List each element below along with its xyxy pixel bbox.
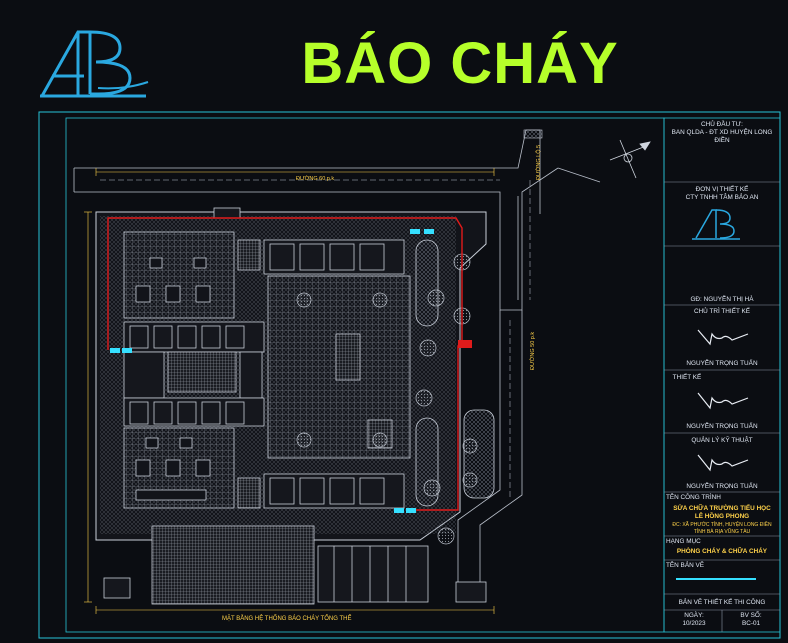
- design-label: THIẾT KẾ: [672, 374, 702, 381]
- project-line2: LÊ HỒNG PHONG: [694, 513, 750, 520]
- date-value: 10/2023: [682, 620, 706, 627]
- item-value: PHÒNG CHÁY & CHỮA CHÁY: [676, 548, 768, 555]
- building-left-bottom: [123, 427, 235, 509]
- building-top-row: [213, 207, 405, 275]
- fire-alarm-loop: [107, 217, 463, 511]
- owner-label: CHỦ ĐẦU TƯ:: [701, 121, 743, 128]
- company-logo: [40, 30, 149, 98]
- owner-line1: BAN QLDA - ĐT XD HUYỆN LONG: [671, 129, 773, 136]
- item-label: HẠNG MỤC: [666, 538, 701, 545]
- lead-label: CHỦ TRÌ THIẾT KẾ: [693, 308, 751, 315]
- road-right-label: ĐƯỜNG 50 p.k: [530, 331, 536, 370]
- sheet-label: TÊN BẢN VẼ: [666, 562, 704, 569]
- north-arrow: [609, 139, 651, 179]
- sheet-no-label: BV SỐ:: [740, 612, 762, 619]
- project-line1: SỬA CHỮA TRƯỜNG TIỂU HỌC: [673, 505, 771, 512]
- page-title: BÁO CHÁY: [301, 31, 619, 96]
- signatures: [697, 329, 749, 472]
- sheet-no-value: BC-01: [741, 620, 761, 627]
- central-courtyard: [267, 275, 411, 459]
- stage-label: BẢN VẼ THIẾT KẾ THI CÔNG: [678, 599, 766, 606]
- gate: [523, 129, 543, 139]
- qa-label: QUẢN LÝ KỸ THUẬT: [691, 437, 753, 444]
- design-name: NGUYỄN TRỌNG TUẤN: [686, 423, 758, 430]
- project-addr2: TỈNH BÀ RỊA VŨNG TÀU: [693, 529, 751, 535]
- designer-name: CTY TNHH TÂM BẢO AN: [685, 194, 759, 201]
- lead-name: NGUYỄN TRỌNG TUẤN: [686, 360, 758, 367]
- building-bottom-row: [237, 473, 405, 509]
- owner-line2: ĐIỀN: [714, 137, 730, 144]
- director-name: GĐ: NGUYỄN THỊ HÀ: [690, 296, 754, 303]
- title-block-grid: [664, 181, 780, 632]
- alarm-devices: [110, 229, 434, 513]
- plan-caption: MẶT BẰNG HỆ THỐNG BÁO CHÁY TỔNG THỂ: [222, 616, 352, 622]
- road-top-label: ĐƯỜNG 60 p.k: [296, 176, 335, 182]
- qa-name: NGUYỄN TRỌNG TUẤN: [686, 483, 758, 490]
- road-diag-label: ĐƯỜNG LỘ 5: [536, 144, 542, 180]
- fire-alarm-panel: [458, 340, 472, 348]
- date-label: NGÀY:: [684, 612, 704, 619]
- bottom-area: [103, 525, 487, 605]
- roads: [73, 129, 601, 600]
- building-left-top: [123, 231, 235, 319]
- project-label: TÊN CÔNG TRÌNH: [666, 494, 721, 501]
- project-addr1: ĐC: XÃ PHƯỚC TỈNH, HUYỆN LONG ĐIỀN: [672, 522, 772, 528]
- designer-label: ĐƠN VỊ THIẾT KẾ: [695, 186, 749, 193]
- dimension-lines: [84, 168, 495, 614]
- title-block-logo: [692, 209, 740, 240]
- building-left-mid: [123, 321, 265, 427]
